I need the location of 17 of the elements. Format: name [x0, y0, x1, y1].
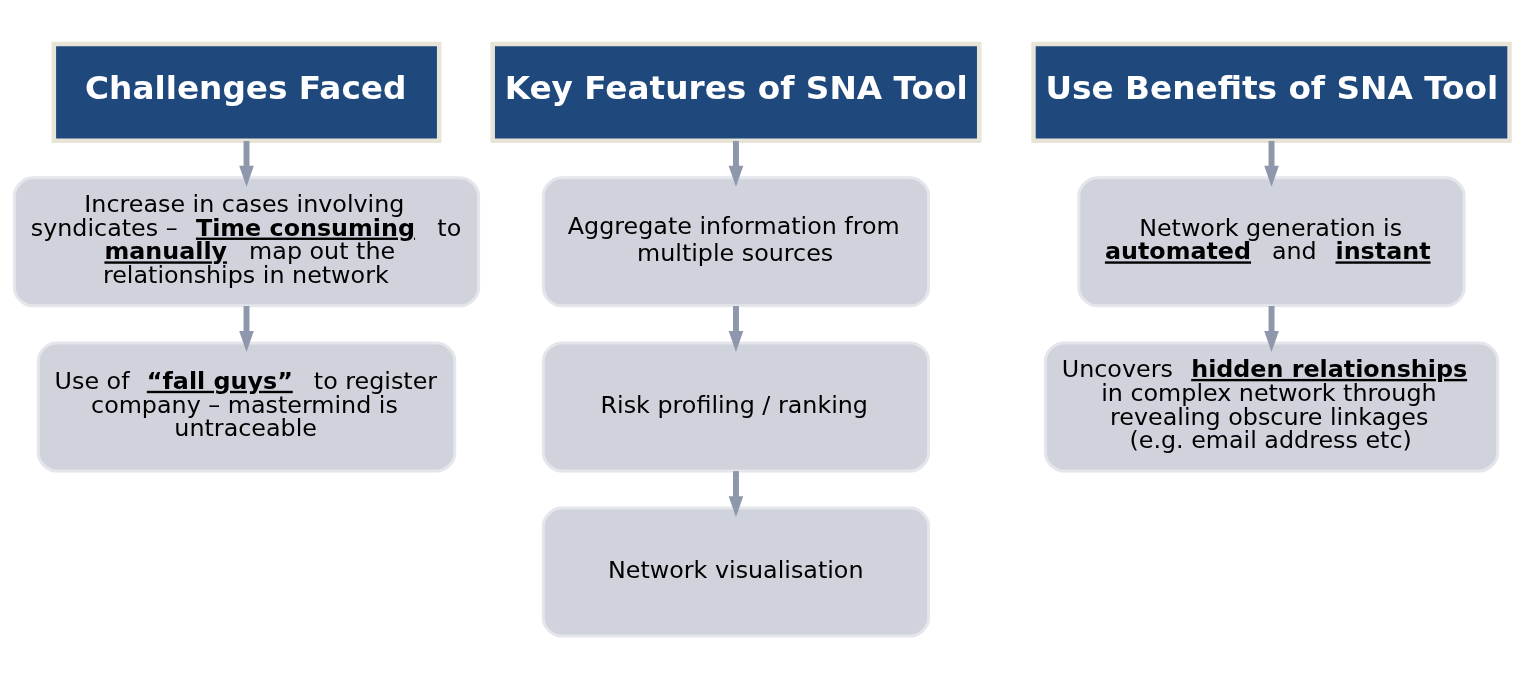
node-box: Uncovers hidden relationships in complex network through revealing obscure linkages (e.g. email address etc)	[1043, 341, 1500, 472]
arrow	[239, 305, 254, 352]
node-box: Use of “fall guys” to register company – mastermind is untraceable	[36, 341, 457, 472]
node-box: Key Features of SNA Tool	[490, 41, 982, 143]
node-box: Challenges Faced	[51, 41, 442, 143]
node-box: Aggregate information from multiple sources	[541, 175, 931, 307]
arrow	[728, 140, 744, 187]
node-box: Use Benefits of SNA Tool	[1031, 41, 1512, 143]
node-box: Network generation is automated and instant	[1077, 175, 1466, 307]
node-box: Increase in cases involving syndicates – Time consuming to manually map out the relationships in network	[12, 175, 481, 307]
arrow	[239, 140, 254, 187]
arrow	[728, 305, 744, 352]
arrow	[728, 470, 744, 517]
arrow	[1264, 140, 1279, 187]
node-box: Risk profiling / ranking	[541, 341, 931, 472]
node-box: Network visualisation	[541, 506, 931, 638]
arrow	[1264, 305, 1279, 352]
